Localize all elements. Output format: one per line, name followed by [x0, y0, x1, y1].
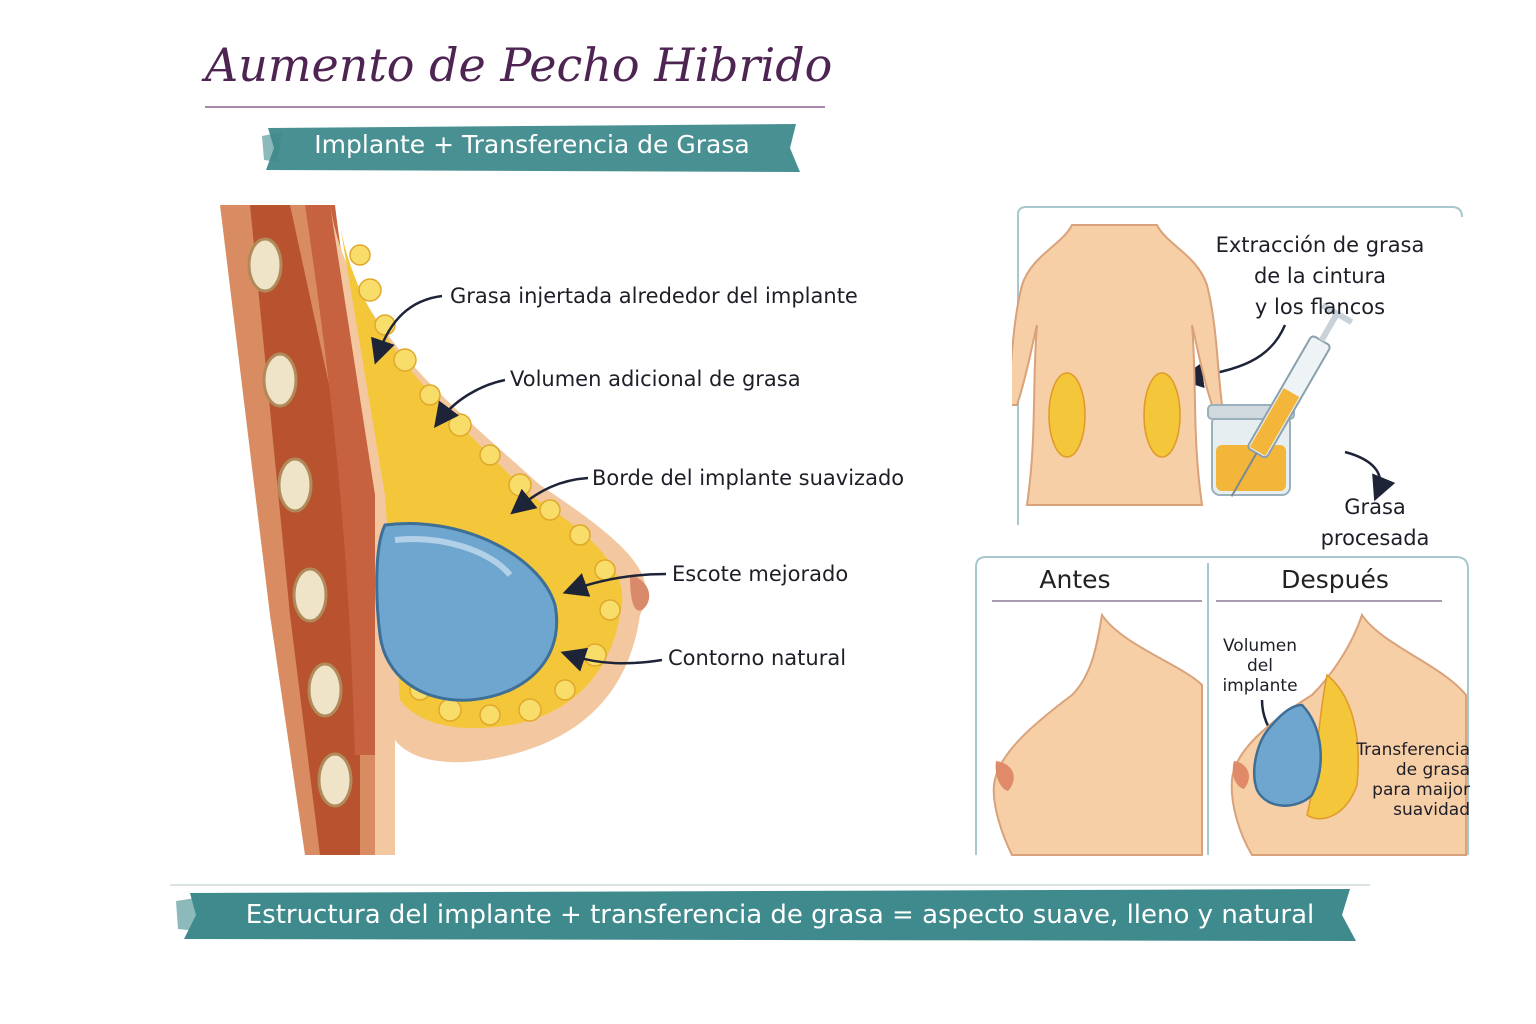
- fat-transfer-label: Transferencia de grasa para maijor suavi…: [1335, 740, 1470, 820]
- arrow-extra-fat: [433, 378, 506, 428]
- fat-line-3: para maijor: [1372, 780, 1470, 800]
- extraction-label: Extracción de grasa de la cintura y los …: [1200, 230, 1440, 323]
- arrow-cleavage: [562, 572, 667, 597]
- implant-volume-label: Volumen del implante: [1212, 636, 1308, 696]
- syringe-icon: [1230, 302, 1354, 497]
- after-nipple: [1232, 761, 1249, 789]
- arrow-smoothed-edge: [510, 476, 589, 515]
- harvest-panel: [1012, 206, 1463, 525]
- label-natural-contour: Contorno natural: [668, 646, 847, 670]
- comparison-panel: [975, 556, 1469, 856]
- implant-line-3: implante: [1222, 676, 1298, 696]
- fat-deposit-icon: [1048, 372, 1181, 458]
- processed-line-1: Grasa: [1344, 495, 1406, 519]
- processed-line-2: procesada: [1320, 526, 1430, 550]
- back-torso: [1012, 224, 1224, 506]
- pectoral-muscle: [305, 205, 380, 755]
- extraction-line-2: de la cintura: [1253, 264, 1387, 288]
- arrow-processed: [1344, 450, 1396, 502]
- label-smoothed-edge: Borde del implante suavizado: [592, 466, 905, 490]
- fat-line-2: de grasa: [1395, 760, 1470, 780]
- label-grafted-fat: Grasa injertada alrededor del implante: [450, 284, 858, 308]
- implant: [375, 522, 559, 702]
- label-cleavage: Escote mejorado: [672, 562, 849, 586]
- fat-line-4: suavidad: [1393, 800, 1470, 820]
- after-implant-icon: [1253, 703, 1322, 807]
- before-nipple: [995, 761, 1014, 791]
- after-header: Después: [1281, 565, 1389, 594]
- arrow-natural-contour: [560, 647, 663, 672]
- processed-label: Grasa procesada: [1300, 492, 1450, 554]
- summary-text: Estructura del implante + transferencia …: [245, 900, 1315, 930]
- rib-icon: [247, 237, 353, 808]
- fat-line-1: Transferencia: [1356, 740, 1470, 760]
- page-title: Aumento de Pecho Hibrido: [205, 38, 833, 92]
- nipple: [630, 575, 650, 611]
- extraction-line-1: Extracción de grasa: [1215, 233, 1425, 257]
- title-underline: [205, 106, 825, 108]
- before-header: Antes: [1039, 565, 1111, 594]
- arrow-grafted-fat: [371, 294, 443, 365]
- implant-line-1: Volumen: [1222, 636, 1297, 656]
- extraction-line-3: y los flancos: [1254, 295, 1386, 319]
- implant-line-2: del: [1247, 656, 1273, 676]
- subtitle-banner: [262, 124, 800, 172]
- subtitle: Implante + Transferencia de Grasa: [314, 130, 750, 159]
- summary-banner: [170, 884, 1370, 941]
- label-extra-fat-volume: Volumen adicional de grasa: [510, 367, 801, 391]
- before-breast: [992, 612, 1203, 856]
- breast-cross-section: [220, 205, 650, 855]
